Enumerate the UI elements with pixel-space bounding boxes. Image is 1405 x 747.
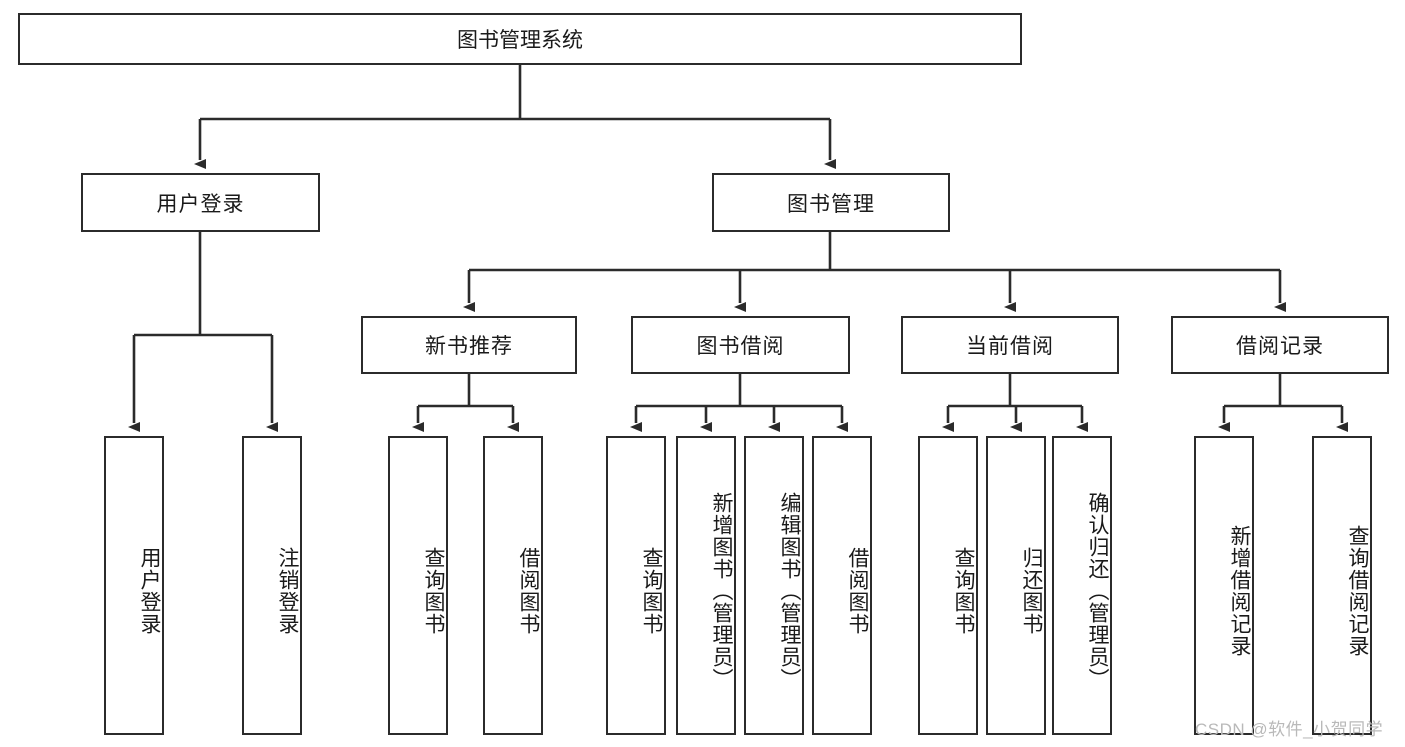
node-label: 确认归还（管理员） — [1086, 491, 1109, 690]
node-label: 借阅图书 — [517, 546, 540, 635]
node-label: 借阅图书 — [846, 546, 869, 635]
node-label: 查询借阅记录 — [1346, 524, 1369, 657]
leaf-query-book-3[interactable]: 查询图书 — [918, 436, 978, 735]
node-label: 图书借阅 — [696, 335, 785, 358]
node-label: 查询图书 — [640, 546, 663, 635]
node-label: 查询图书 — [422, 546, 445, 635]
node-label: 注销登录 — [276, 546, 299, 635]
node-new-book-rec[interactable]: 新书推荐 — [361, 316, 577, 374]
leaf-user-login[interactable]: 用户登录 — [104, 436, 164, 735]
leaf-add-book[interactable]: 新增图书（管理员） — [676, 436, 736, 735]
node-label: 新增图书（管理员） — [710, 491, 733, 690]
node-label: 当前借阅 — [966, 335, 1054, 358]
node-label: 归还图书 — [1020, 546, 1043, 635]
leaf-borrow-book-1[interactable]: 借阅图书 — [483, 436, 543, 735]
node-label: 图书管理 — [787, 192, 875, 216]
leaf-borrow-book-2[interactable]: 借阅图书 — [812, 436, 872, 735]
leaf-logout[interactable]: 注销登录 — [242, 436, 302, 735]
leaf-confirm-return[interactable]: 确认归还（管理员） — [1052, 436, 1112, 735]
node-current-borrow[interactable]: 当前借阅 — [901, 316, 1119, 374]
node-label: 编辑图书（管理员） — [778, 491, 801, 690]
leaf-query-book-1[interactable]: 查询图书 — [388, 436, 448, 735]
leaf-edit-book[interactable]: 编辑图书（管理员） — [744, 436, 804, 735]
node-book-manage[interactable]: 图书管理 — [712, 173, 950, 232]
node-user-login[interactable]: 用户登录 — [81, 173, 320, 232]
node-label: 借阅记录 — [1236, 335, 1324, 358]
node-label: 用户登录 — [156, 192, 245, 216]
leaf-query-book-2[interactable]: 查询图书 — [606, 436, 666, 735]
leaf-add-record[interactable]: 新增借阅记录 — [1194, 436, 1254, 735]
node-book-borrow[interactable]: 图书借阅 — [631, 316, 850, 374]
node-root[interactable]: 图书管理系统 — [18, 13, 1022, 65]
node-label: 新增借阅记录 — [1228, 524, 1251, 657]
node-label: 查询图书 — [952, 546, 975, 635]
leaf-query-record[interactable]: 查询借阅记录 — [1312, 436, 1372, 735]
node-label: 图书管理系统 — [457, 29, 583, 52]
node-borrow-record[interactable]: 借阅记录 — [1171, 316, 1389, 374]
node-label: 新书推荐 — [425, 335, 513, 358]
leaf-return-book[interactable]: 归还图书 — [986, 436, 1046, 735]
csdn-watermark: CSDN @软件_小贺同学 — [1195, 720, 1384, 739]
node-label: 用户登录 — [138, 546, 161, 635]
